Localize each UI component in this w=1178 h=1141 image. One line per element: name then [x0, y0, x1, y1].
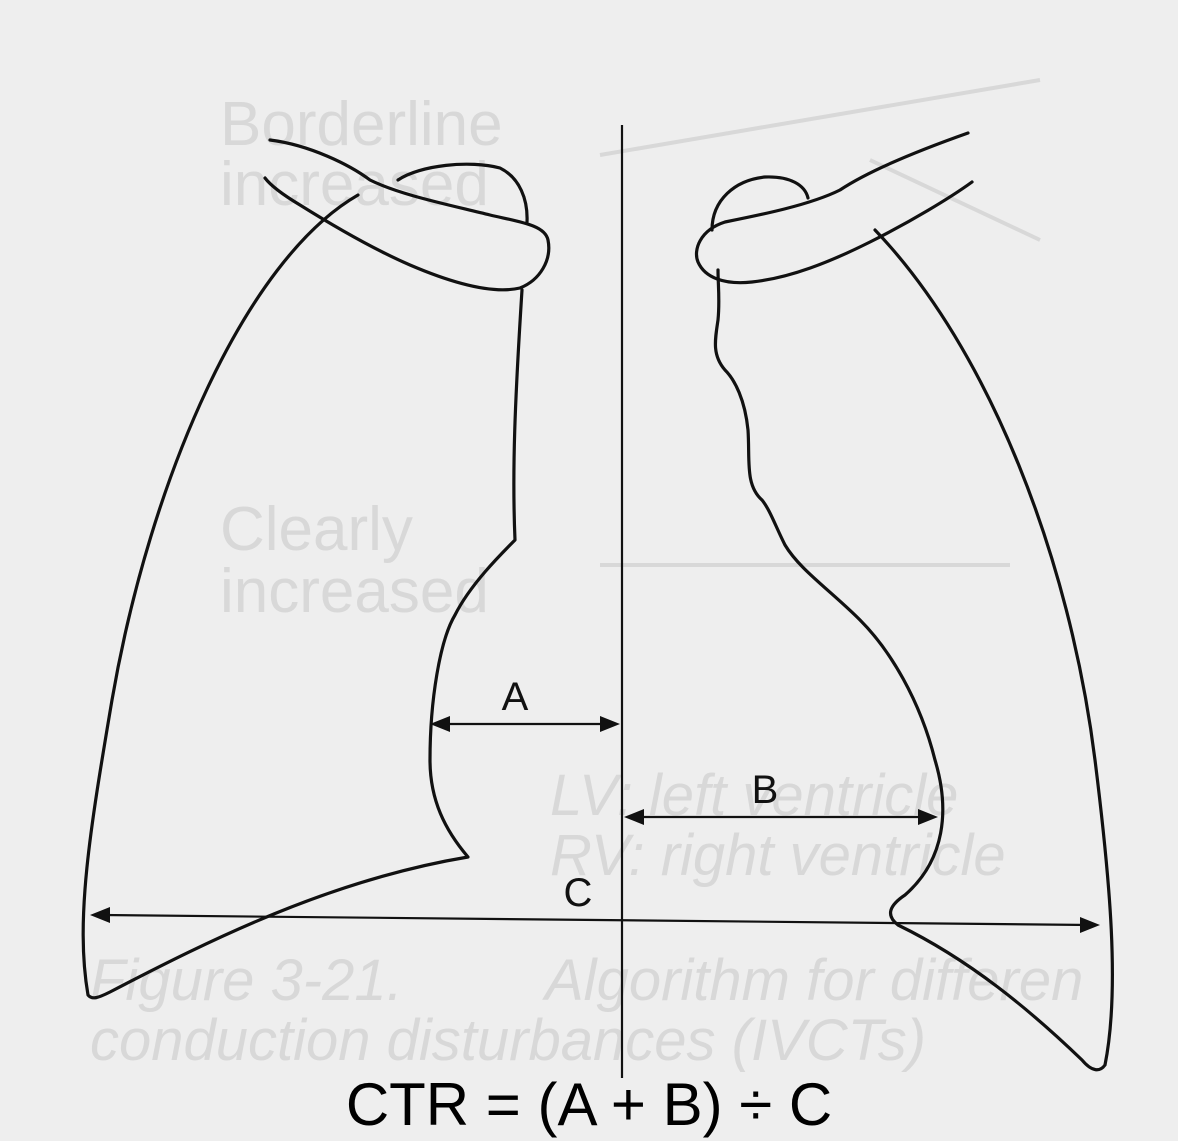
left-lung-outline: [715, 230, 1112, 1070]
ghost-text-9: conduction disturbances (IVCTs): [90, 1008, 926, 1073]
ghost-text-2: increased: [220, 150, 489, 219]
label-b: B: [752, 768, 779, 812]
ctr-formula: CTR = (A + B) ÷ C: [0, 1070, 1178, 1140]
ghost-text-7: Figure 3-21.: [90, 948, 403, 1013]
ghost-text-4: increased: [220, 557, 489, 626]
ghost-text-3: Clearly: [220, 495, 413, 564]
ghost-text-1: Borderline: [220, 90, 503, 159]
ghost-text-8: Algorithm for differen: [542, 948, 1083, 1013]
left-clavicle: [696, 133, 972, 283]
label-a: A: [502, 675, 529, 719]
ghost-text-6: RV: right ventricle: [550, 823, 1006, 888]
label-c: C: [564, 871, 593, 915]
